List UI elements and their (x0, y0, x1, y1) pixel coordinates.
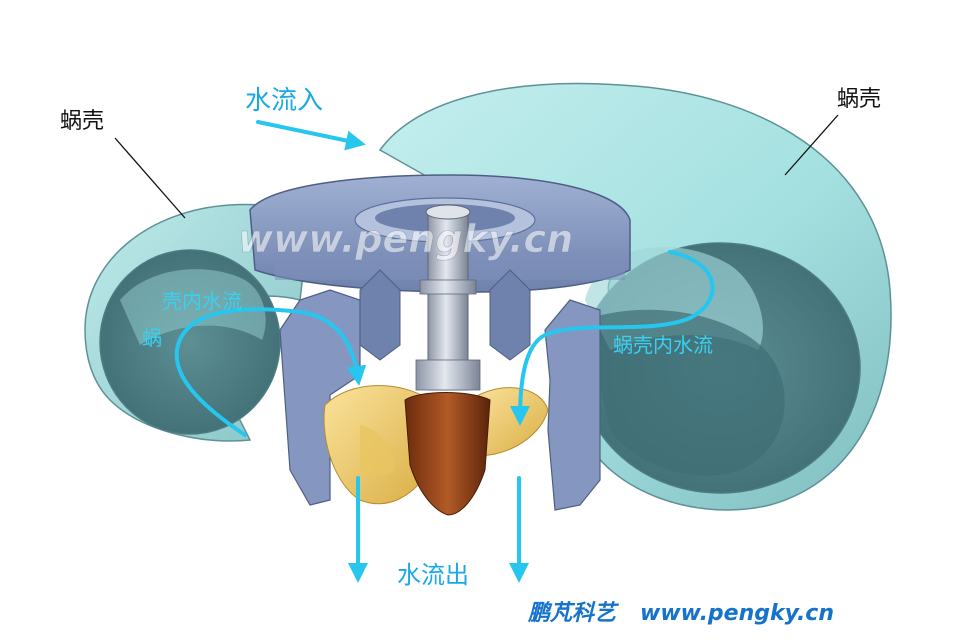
right-inner-flow-arrow (510, 250, 715, 426)
label-volute-right: 蜗壳 (837, 87, 881, 112)
leader-line-right (784, 114, 839, 176)
leader-lines (114, 114, 839, 219)
label-volute-left: 蜗壳 (60, 109, 104, 134)
footer-url: www.pengky.cn (640, 601, 834, 626)
label-inner-flow-left-b: 蜗 (142, 326, 162, 350)
leader-line-left (114, 137, 186, 219)
label-water-out: 水流出 (397, 561, 469, 589)
turbine-shaft (415, 204, 481, 391)
label-inner-flow-right: 蜗壳内水流 (613, 333, 713, 357)
label-water-in: 水流入 (245, 86, 323, 116)
flow-arrows (174, 120, 715, 583)
left-inner-flow-arrow (174, 307, 367, 437)
runner (323, 385, 549, 516)
footer-brand: 鹏芃科艺 (527, 601, 620, 626)
water-in-arrow (256, 120, 366, 151)
runner-chamber (279, 269, 601, 511)
watermark: www.pengky.cn (238, 217, 573, 261)
label-inner-flow-left-a: 壳内水流 (162, 289, 242, 313)
